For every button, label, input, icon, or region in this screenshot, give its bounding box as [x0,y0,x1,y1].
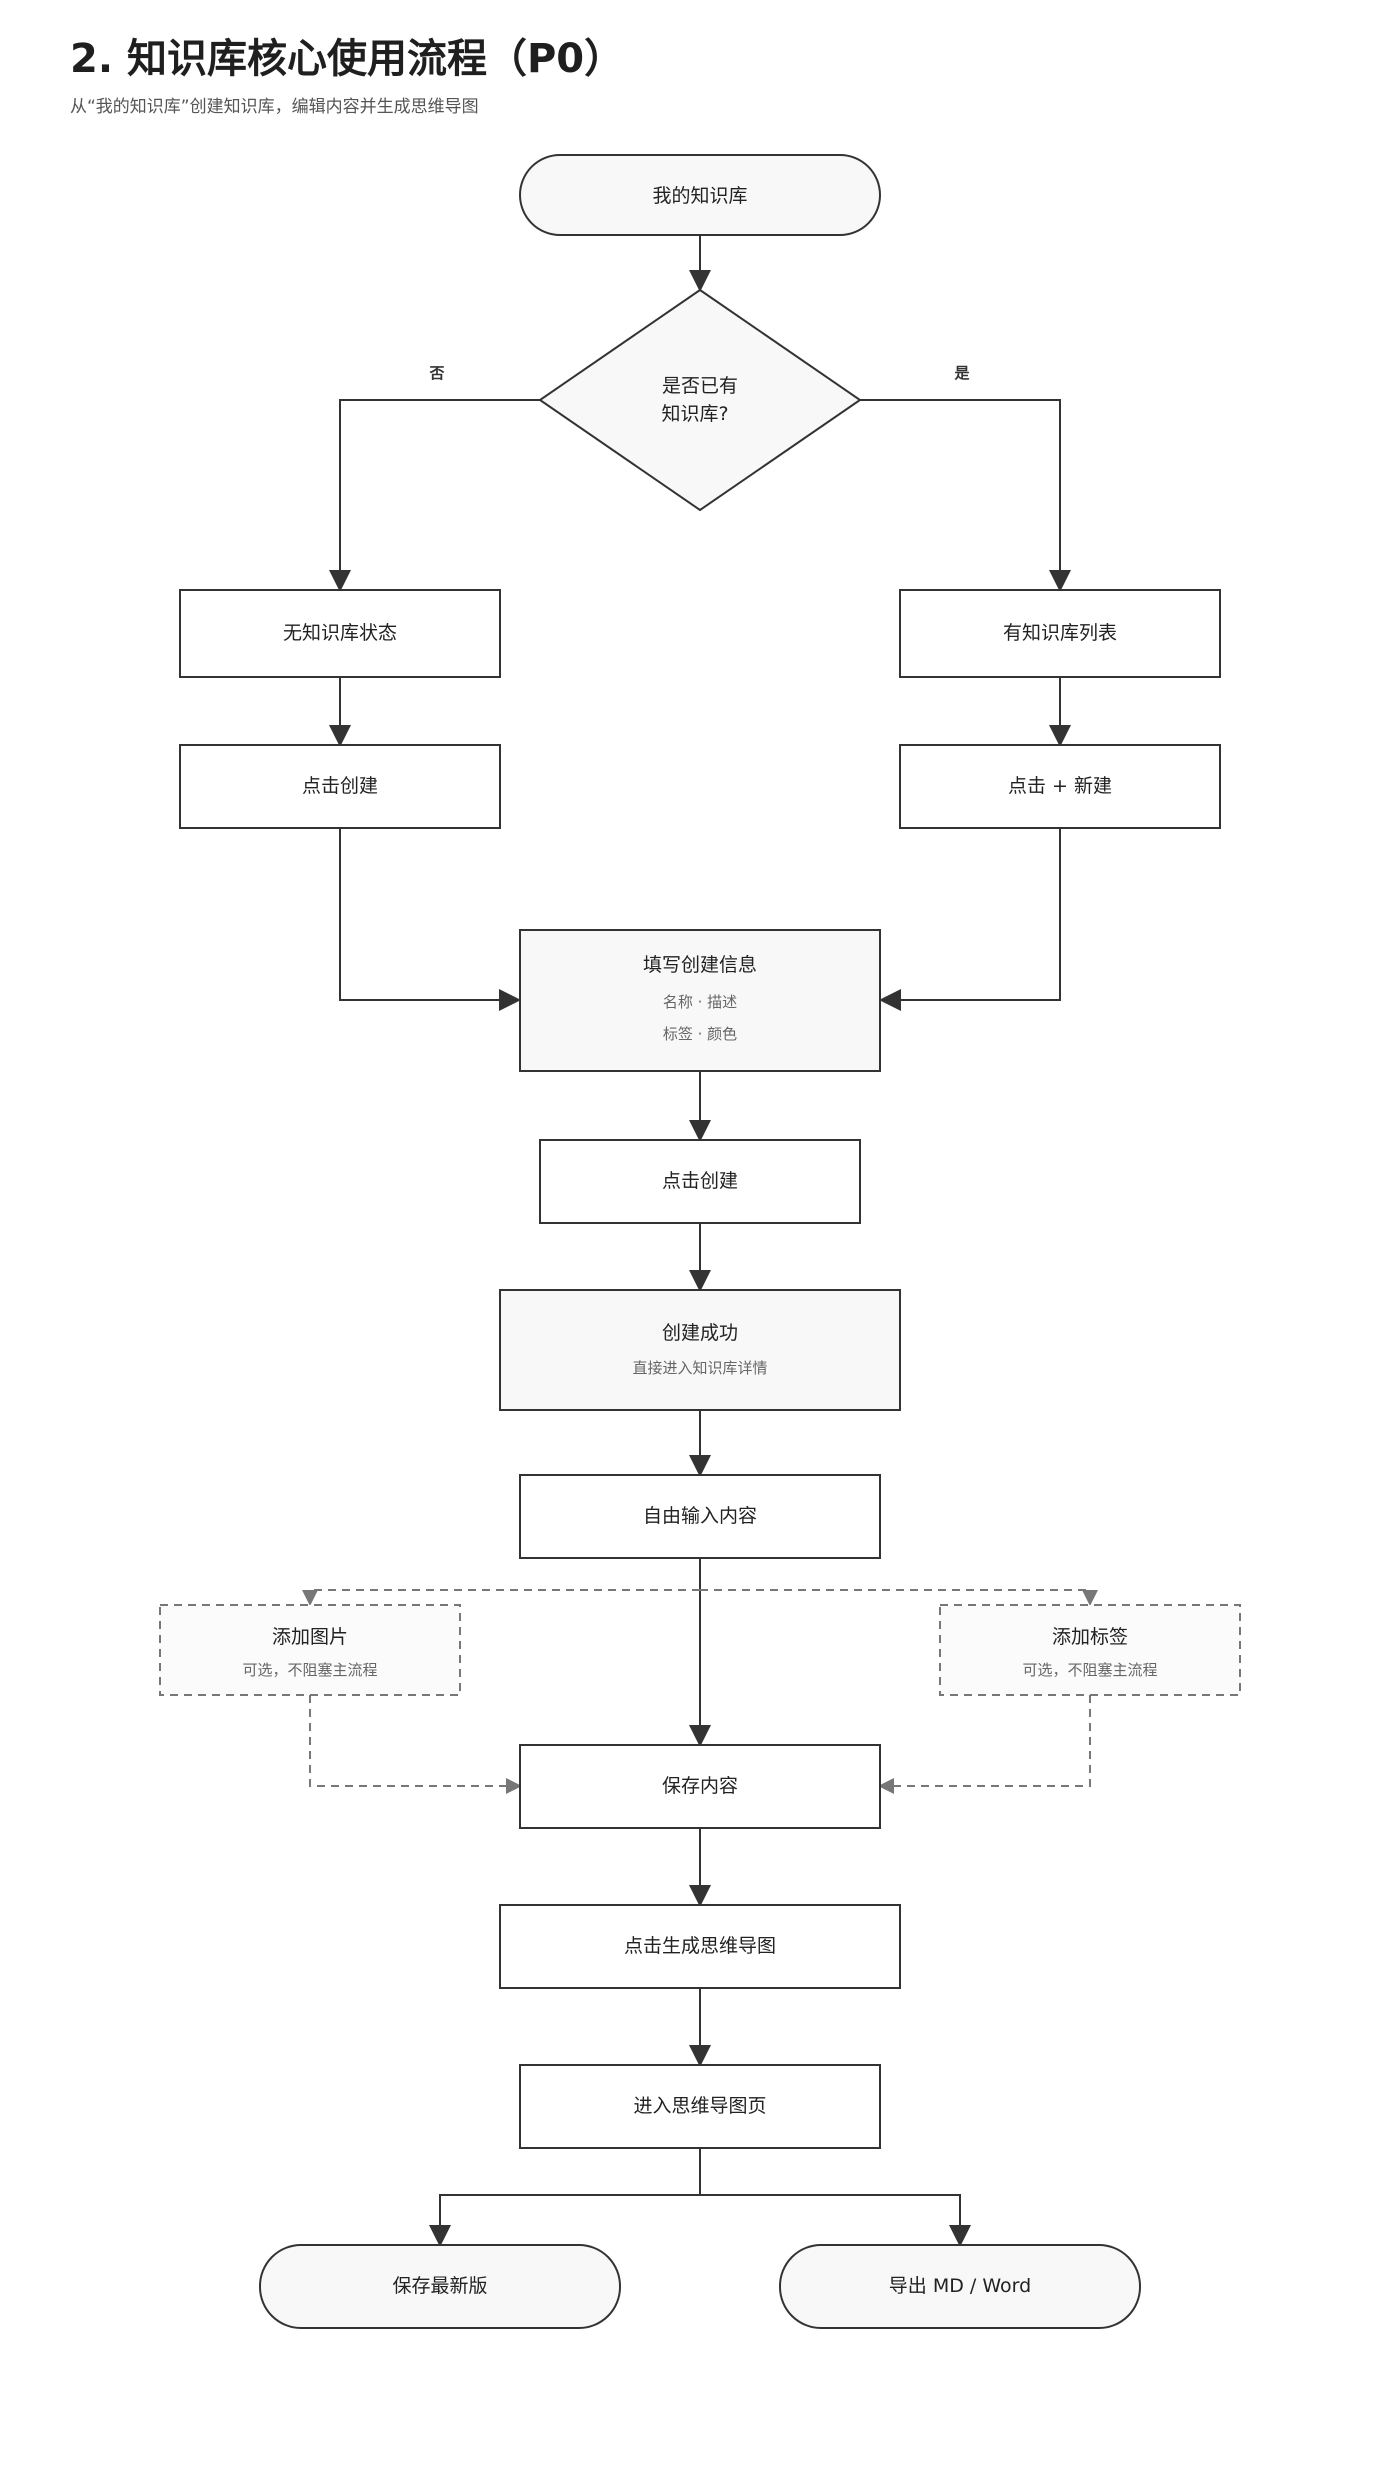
enter-mindmap-box [519,2064,881,2149]
edge-input-addtag [700,1589,1098,1606]
click-create-center-box [539,1139,861,1224]
click-create-left-box [179,744,501,829]
edge-input-addimage [302,1589,700,1606]
edge-label-yes: 是 [953,364,970,382]
click-new-right-box [899,744,1221,829]
edge-new-fill [879,828,1061,1011]
create-success-box [499,1289,901,1411]
start-terminal [519,154,881,236]
click-create-center-label: 点击创建 [662,1170,738,1192]
edge-addimage-save [309,1695,522,1794]
edge-addtag-save [878,1695,1091,1794]
edge-decision-no [329,399,540,592]
no-kb-state-box [179,589,501,678]
edge-label-no: 否 [428,364,444,382]
fill-info-label: 填写创建信息 [643,954,757,976]
free-input-box [519,1474,881,1559]
page-subtitle: 从“我的知识库”创建知识库，编辑内容并生成思维导图 [70,97,479,117]
gen-mindmap-label: 点击生成思维导图 [624,1935,776,1957]
fill-info-sub2: 标签 · 颜色 [663,1025,737,1043]
save-content-box [519,1744,881,1829]
create-success-label: 创建成功 [662,1322,738,1344]
add-tag-box [939,1604,1241,1696]
enter-mindmap-label: 进入思维导图页 [633,2095,766,2117]
edge-enter-savelatest [429,2148,701,2247]
add-image-sub: 可选，不阻塞主流程 [242,1661,377,1679]
export-label: 导出 MD / Word [889,2275,1031,2297]
save-content-label: 保存内容 [662,1775,738,1797]
add-image-label: 添加图片 [272,1626,348,1648]
create-success-sub: 直接进入知识库详情 [632,1359,767,1377]
gen-mindmap-box [499,1904,901,1989]
add-image-box [159,1604,461,1696]
decision-label-line2: 知识库? [661,403,728,425]
has-kb-list-label: 有知识库列表 [1003,622,1117,644]
decision-label-line1: 是否已有 [662,375,738,397]
save-latest-label: 保存最新版 [392,2275,487,2297]
decision-diamond [538,288,862,512]
edge-create-fill [339,828,521,1011]
fill-info-sub1: 名称 · 描述 [663,993,737,1011]
export-terminal [779,2244,1141,2329]
free-input-label: 自由输入内容 [643,1505,757,1527]
has-kb-list-box [899,589,1221,678]
fill-info-box [519,929,881,1072]
add-tag-label: 添加标签 [1052,1626,1128,1648]
no-kb-state-label: 无知识库状态 [283,622,397,644]
add-tag-sub: 可选，不阻塞主流程 [1022,1661,1157,1679]
click-new-right-label: 点击 + 新建 [1008,775,1112,797]
save-latest-terminal [259,2244,621,2329]
edge-enter-export [700,2194,971,2247]
start-label: 我的知识库 [652,185,747,207]
edge-decision-yes [860,399,1071,592]
page-title: 2. 知识库核心使用流程（P0） [70,36,625,82]
click-create-left-label: 点击创建 [302,775,378,797]
